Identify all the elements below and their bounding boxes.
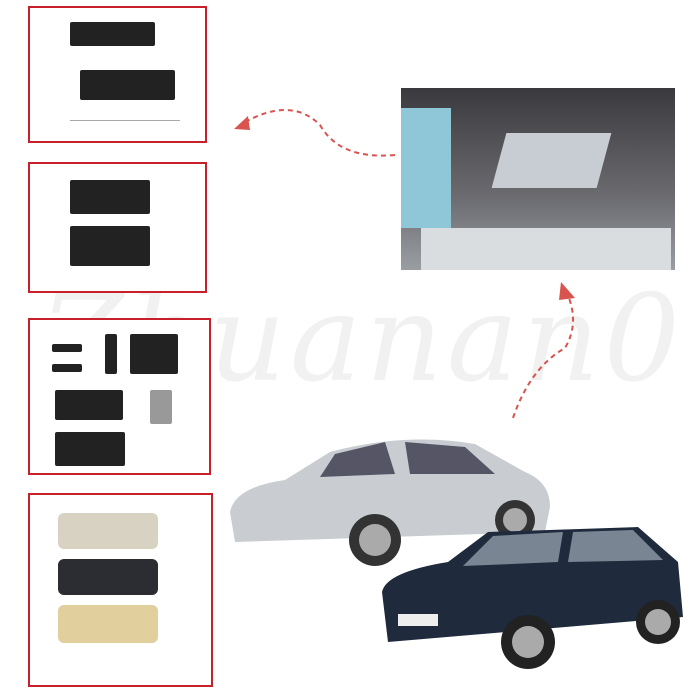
window (401, 108, 451, 228)
slider-part (70, 180, 150, 214)
slider-part (70, 22, 155, 46)
sunroof-interior-photo (401, 88, 675, 270)
slider-part (55, 432, 125, 466)
metal-clip (150, 390, 172, 424)
dashed-arrow-up (512, 282, 575, 419)
dimension-line (70, 120, 180, 121)
small-part (52, 344, 82, 352)
slider-part (55, 390, 123, 420)
slider-part (80, 70, 175, 100)
license-plate (398, 614, 438, 626)
side-windows (421, 228, 671, 270)
handle-beige-grey (58, 513, 158, 549)
dashed-arrow-left (234, 109, 396, 157)
handle-black (58, 559, 158, 595)
slider-part (70, 226, 150, 266)
handle-beige (58, 605, 158, 643)
panel-dimensioned-parts (28, 6, 207, 143)
silver-sedan (230, 439, 550, 566)
small-part (52, 364, 82, 372)
small-part (105, 334, 117, 374)
panel-handle-colors (28, 493, 213, 687)
dark-blue-suv (382, 527, 683, 669)
panel-slider-pair (28, 162, 207, 293)
slider-part (130, 334, 178, 374)
panel-repair-kit (28, 318, 211, 475)
sunroof-glass (491, 133, 612, 188)
